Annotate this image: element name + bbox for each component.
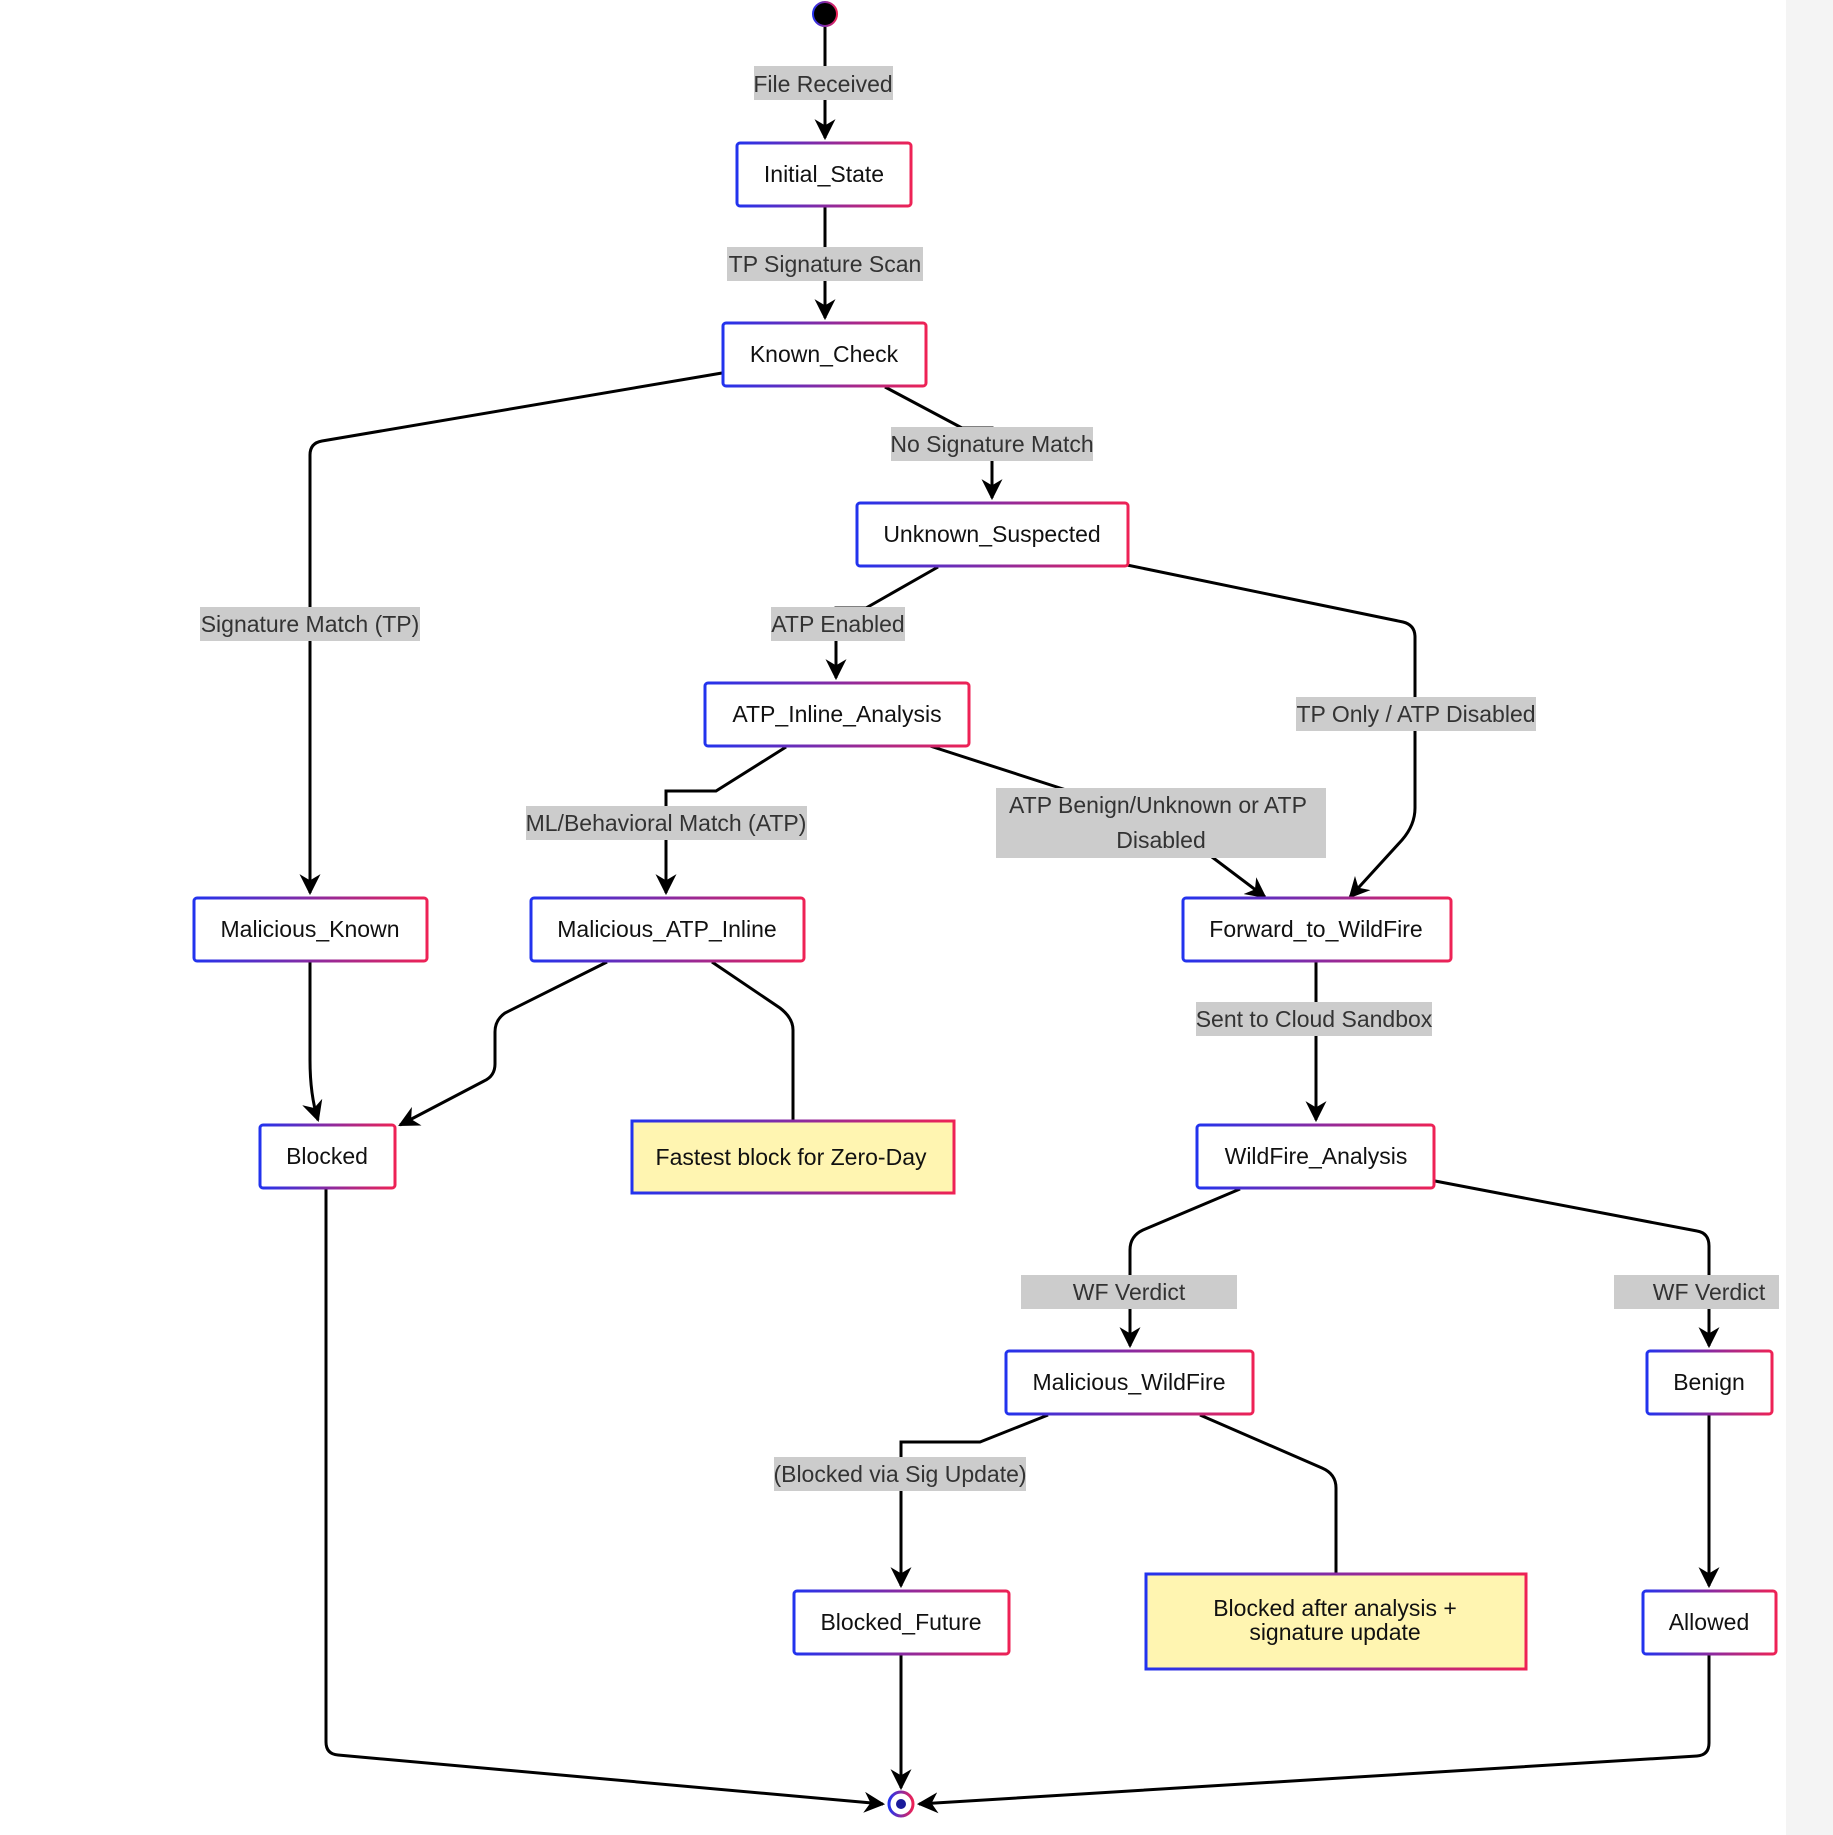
node-atp-inline-analysis: ATP_Inline_Analysis [703, 681, 971, 748]
edge-malicious-wildfire-to-blocked-future [890, 1413, 1049, 1589]
end-node [887, 1790, 915, 1818]
edge-wildfire-to-malicious-wildfire [1119, 1187, 1241, 1349]
node-blocked: Blocked [258, 1123, 397, 1190]
edge-label-ml-behavioral-match: ML/Behavioral Match (ATP) [526, 806, 807, 840]
svg-text:Fastest block for Zero-Day: Fastest block for Zero-Day [656, 1144, 927, 1170]
edge-known-to-malicious-known [299, 371, 723, 896]
svg-text:Malicious_WildFire: Malicious_WildFire [1033, 1369, 1226, 1395]
svg-text:Known_Check: Known_Check [750, 341, 899, 367]
svg-text:No Signature Match: No Signature Match [890, 431, 1093, 457]
edge-malicious-atp-to-blocked [398, 960, 608, 1127]
svg-text:File Received: File Received [753, 71, 892, 97]
svg-text:Unknown_Suspected: Unknown_Suspected [883, 521, 1100, 547]
notes: Fastest block for Zero-Day Blocked after… [630, 1119, 1528, 1671]
edge-label-tp-signature-scan: TP Signature Scan [727, 247, 923, 281]
svg-text:ATP Benign/Unknown or ATP: ATP Benign/Unknown or ATP [1009, 792, 1307, 818]
svg-text:signature update: signature update [1249, 1619, 1420, 1645]
svg-text:Allowed: Allowed [1669, 1609, 1750, 1635]
svg-text:TP Only / ATP Disabled: TP Only / ATP Disabled [1296, 701, 1535, 727]
svg-text:Malicious_ATP_Inline: Malicious_ATP_Inline [557, 916, 776, 942]
edge-labels: File Received TP Signature Scan No Signa… [200, 66, 1779, 1491]
node-malicious-known: Malicious_Known [192, 896, 429, 963]
node-malicious-wildfire: Malicious_WildFire [1004, 1349, 1255, 1416]
edge-malicious-wildfire-to-after-analysis-note [1199, 1413, 1338, 1573]
edge-label-sent-to-cloud-sandbox: Sent to Cloud Sandbox [1196, 1002, 1433, 1036]
node-wildfire-analysis: WildFire_Analysis [1195, 1123, 1436, 1190]
edge-blocked-to-end [324, 1189, 886, 1813]
edge-label-wf-verdict-malicious: WF Verdict [1021, 1275, 1237, 1309]
edge-label-no-signature-match: No Signature Match [890, 427, 1094, 461]
edge-label-wf-verdict-benign: WF Verdict [1614, 1275, 1779, 1309]
svg-text:(Blocked via Sig Update): (Blocked via Sig Update) [773, 1461, 1026, 1487]
svg-text:Blocked_Future: Blocked_Future [820, 1609, 981, 1635]
edge-label-tp-only-atp-disabled: TP Only / ATP Disabled [1296, 697, 1536, 731]
edge-atp-to-malicious-atp [655, 745, 787, 896]
node-benign: Benign [1645, 1349, 1774, 1416]
svg-text:Malicious_Known: Malicious_Known [221, 916, 400, 942]
svg-text:Forward_to_WildFire: Forward_to_WildFire [1209, 916, 1422, 942]
svg-text:Benign: Benign [1673, 1369, 1745, 1395]
node-unknown-suspected: Unknown_Suspected [855, 501, 1130, 568]
node-allowed: Allowed [1641, 1589, 1778, 1656]
svg-text:ATP Enabled: ATP Enabled [771, 611, 904, 637]
start-node [812, 1, 838, 27]
note-after-analysis: Blocked after analysis + signature updat… [1144, 1572, 1528, 1671]
svg-text:WF Verdict: WF Verdict [1653, 1279, 1766, 1305]
node-forward-to-wildfire: Forward_to_WildFire [1181, 896, 1453, 963]
svg-text:ML/Behavioral Match (ATP): ML/Behavioral Match (ATP) [526, 810, 807, 836]
page-margin [1786, 0, 1833, 1835]
edge-label-atp-benign-unknown: ATP Benign/Unknown or ATP Disabled [996, 788, 1326, 858]
svg-text:Blocked: Blocked [286, 1143, 368, 1169]
svg-text:Initial_State: Initial_State [764, 161, 884, 187]
node-blocked-future: Blocked_Future [792, 1589, 1011, 1656]
svg-text:Disabled: Disabled [1116, 827, 1206, 853]
svg-text:ATP_Inline_Analysis: ATP_Inline_Analysis [732, 701, 941, 727]
node-initial-state: Initial_State [735, 141, 913, 208]
edge-allowed-to-end [916, 1654, 1711, 1814]
edge-malicious-known-to-blocked [302, 962, 323, 1123]
edge-label-atp-enabled: ATP Enabled [771, 607, 905, 641]
state-nodes: Initial_State Known_Check Unknown_Suspec… [192, 141, 1778, 1656]
node-malicious-atp-inline: Malicious_ATP_Inline [529, 896, 806, 963]
edge-label-signature-match-tp: Signature Match (TP) [200, 607, 420, 641]
node-known-check: Known_Check [721, 321, 928, 388]
svg-text:Signature Match (TP): Signature Match (TP) [201, 611, 420, 637]
edge-label-file-received: File Received [753, 66, 893, 100]
svg-text:WF Verdict: WF Verdict [1073, 1279, 1186, 1305]
edge-wildfire-to-benign [1434, 1179, 1720, 1349]
svg-text:WildFire_Analysis: WildFire_Analysis [1225, 1143, 1408, 1169]
svg-text:Blocked after analysis +: Blocked after analysis + [1213, 1595, 1457, 1621]
edge-label-blocked-via-sig-update: (Blocked via Sig Update) [773, 1457, 1027, 1491]
note-zero-day: Fastest block for Zero-Day [630, 1119, 956, 1195]
svg-text:Sent to Cloud Sandbox: Sent to Cloud Sandbox [1196, 1006, 1433, 1032]
edge-malicious-atp-to-zeroday-note [711, 960, 795, 1120]
edges [299, 27, 1720, 1814]
svg-text:TP Signature Scan: TP Signature Scan [729, 251, 922, 277]
